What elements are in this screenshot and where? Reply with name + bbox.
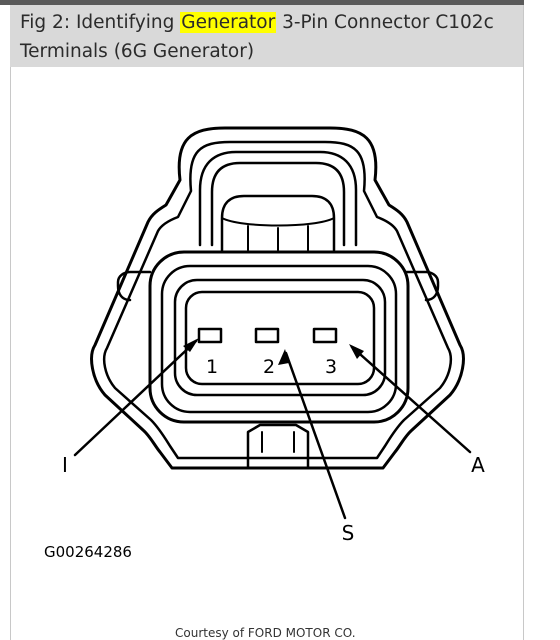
connector-flange-inner (103, 140, 452, 460)
arrowhead-I (183, 338, 199, 352)
figure-panel (10, 5, 524, 640)
pin-2-terminal (254, 327, 280, 344)
leader-line-A (350, 345, 472, 454)
connector-body-mid (160, 264, 398, 414)
callout-S: S (342, 521, 355, 545)
arrowhead-S (278, 349, 289, 365)
figure-id: G00264286 (44, 543, 132, 561)
caption-line1-rest: 3-Pin Connector C102c (276, 12, 494, 33)
caption-line2: Terminals (6G Generator) (20, 41, 255, 62)
caption-highlight: Generator (180, 12, 277, 33)
top-housing (198, 150, 358, 247)
latch-ramp (221, 217, 335, 227)
connector-body-outer (148, 250, 410, 424)
pin-3-label: 3 (325, 356, 337, 378)
callout-A: A (471, 453, 485, 477)
caption-prefix: Fig 2: Identifying (20, 12, 181, 33)
pin-1-label: 1 (206, 356, 218, 378)
pin-cavity (184, 290, 376, 386)
top-divider (0, 0, 524, 5)
connector-body-inner (173, 278, 387, 397)
pin-3-terminal (312, 327, 338, 344)
callout-I: I (62, 453, 68, 477)
left-ear (116, 270, 152, 302)
leader-line-S (284, 351, 347, 520)
connector-flange-outline (90, 126, 465, 470)
image-credit: Courtesy of FORD MOTOR CO. (175, 626, 356, 640)
pin-2-label: 2 (263, 356, 275, 378)
bottom-key (246, 423, 310, 470)
figure-caption: Fig 2: Identifying Generator 3-Pin Conne… (20, 8, 515, 66)
right-ear (404, 270, 440, 302)
arrowhead-A (349, 344, 364, 359)
pin-1-terminal (197, 327, 223, 344)
latch-tab (220, 194, 336, 252)
top-housing-inner (210, 161, 346, 247)
leader-line-I (73, 339, 198, 457)
